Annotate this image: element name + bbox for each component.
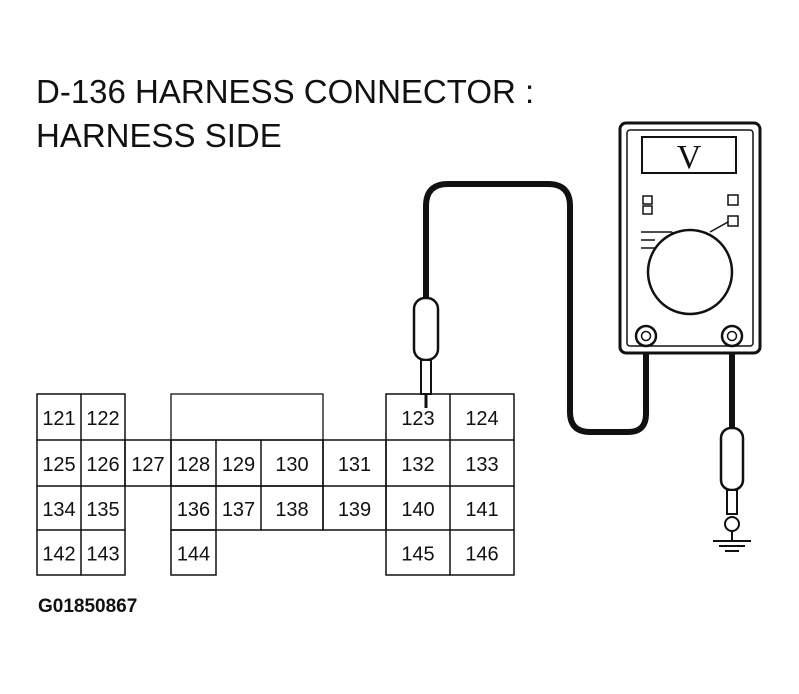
figure-id: G01850867: [38, 596, 138, 617]
pin-label-133: 133: [465, 454, 498, 476]
pin-label-125: 125: [42, 454, 75, 476]
ground-symbol: [713, 540, 751, 552]
pin-label-139: 139: [338, 499, 371, 521]
pin-label-134: 134: [42, 499, 75, 521]
title-line-2: HARNESS SIDE: [36, 117, 282, 154]
pin-label-122: 122: [86, 408, 119, 430]
pin-cell-146: [449, 529, 515, 576]
pin-label-129: 129: [222, 454, 255, 476]
pin-label-130: 130: [275, 454, 308, 476]
pin-label-136: 136: [177, 499, 210, 521]
pin-label-138: 138: [275, 499, 308, 521]
pin-label-121: 121: [42, 408, 75, 430]
pin-label-146: 146: [465, 544, 498, 566]
meter-dial: [646, 228, 734, 316]
pin-label-128: 128: [177, 454, 210, 476]
pin-label-131: 131: [338, 454, 371, 476]
pin-label-143: 143: [86, 544, 119, 566]
pin-label-142: 142: [42, 544, 75, 566]
pin-label-123: 123: [401, 408, 434, 430]
harness-connector: 121 122 123 124 125 126 127 128 129 130 131 132 133 1…: [36, 393, 515, 576]
pin-label-144: 144: [177, 544, 210, 566]
connector-probe: [412, 296, 440, 408]
diagram-title: D-136 HARNESS CONNECTOR : HARNESS SIDE: [36, 70, 534, 158]
pin-label-145: 145: [401, 544, 434, 566]
probe-lead-wire: [423, 181, 649, 435]
pin-cell-144: [170, 529, 217, 576]
ground-probe: [719, 426, 745, 540]
pin-label-132: 132: [401, 454, 434, 476]
multimeter: V: [618, 121, 762, 355]
pin-cell-143: [80, 529, 126, 576]
pin-label-140: 140: [401, 499, 434, 521]
pin-label-127: 127: [131, 454, 164, 476]
pin-label-124: 124: [465, 408, 498, 430]
meter-display-label: V: [677, 139, 702, 176]
pin-label-141: 141: [465, 499, 498, 521]
title-line-1: D-136 HARNESS CONNECTOR :: [36, 73, 535, 110]
pin-label-137: 137: [222, 499, 255, 521]
connector-top-cavity-large: [170, 393, 324, 441]
pin-label-126: 126: [86, 454, 119, 476]
meter-display: [641, 136, 737, 174]
pin-label-135: 135: [86, 499, 119, 521]
